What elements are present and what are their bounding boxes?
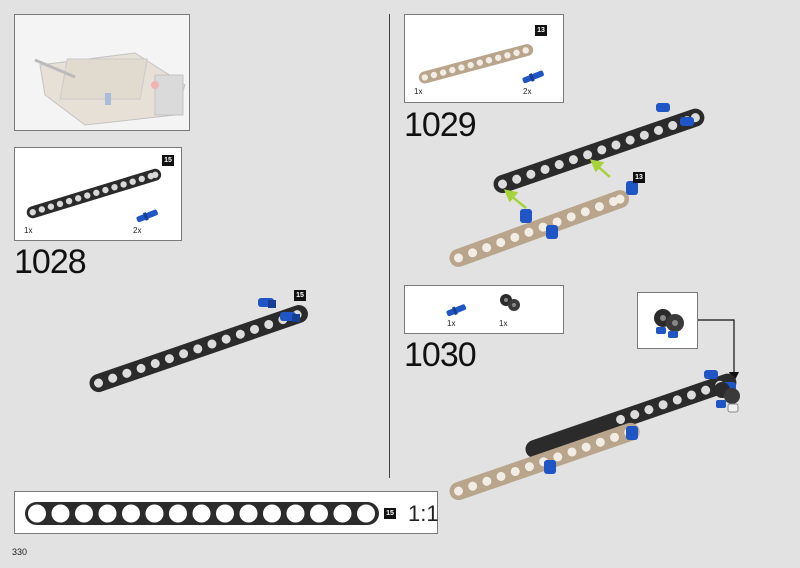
part-quantity: 1x: [414, 87, 423, 96]
step-1030-assembly-illustration: [449, 370, 740, 501]
part-quantity: 1x: [499, 319, 508, 328]
scale-beam-illustration: [25, 502, 379, 525]
assembly-length-badge: 15: [294, 290, 306, 301]
connector-detail-illustration: [654, 309, 684, 338]
scale-ratio-label: 1:1: [408, 501, 439, 526]
scale-reference-bar: 15 1:1: [14, 491, 439, 534]
step-1030-parts-list: 1x 1x: [404, 285, 564, 334]
connector-detail-callout: [637, 292, 698, 349]
part-quantity: 2x: [133, 226, 142, 235]
step-1029-assembly-illustration: [449, 103, 705, 267]
part-quantity: 1x: [24, 226, 33, 235]
double-connector-part: [500, 294, 520, 311]
step-1029-parts-list: 13 1x 2x: [404, 14, 564, 103]
part-quantity: 1x: [447, 319, 456, 328]
black-beam-15-part: [26, 168, 162, 223]
step-divider: [389, 14, 390, 478]
previous-assembly-preview: [14, 14, 190, 131]
tan-beam-13-part: [418, 44, 544, 84]
page-number: 330: [12, 547, 28, 557]
part-length-badge: 13: [535, 25, 547, 36]
blue-pin-part: [446, 304, 467, 317]
scale-length-badge: 15: [384, 508, 396, 519]
part-length-badge: 15: [162, 155, 174, 166]
assembly-length-badge: 13: [633, 172, 645, 183]
part-quantity: 2x: [523, 87, 532, 96]
step-1028-assembly-illustration: [89, 298, 308, 393]
blue-pin: [258, 298, 300, 322]
insert-direction-arrow: [503, 159, 611, 209]
blue-pin-part: [522, 70, 544, 84]
blue-pin-part: [136, 209, 158, 223]
step-1030-parts-illustration: [446, 294, 520, 317]
step-number-1030: 1030: [404, 336, 477, 374]
double-connector: [714, 382, 740, 413]
step-1028-parts-list: 15 1x 2x: [14, 147, 182, 241]
step-number-1028: 1028: [14, 243, 87, 281]
step-number-1029: 1029: [404, 106, 477, 144]
faded-model-illustration: [34, 52, 186, 126]
